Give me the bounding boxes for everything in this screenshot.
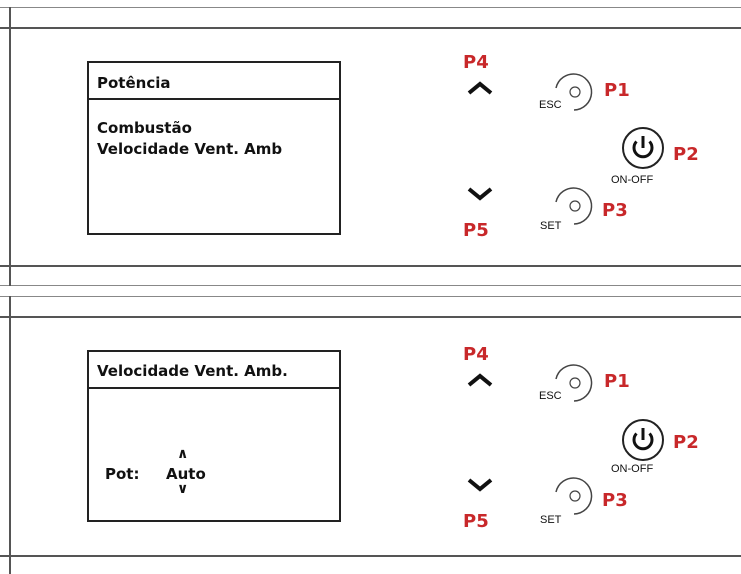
set-button-icon[interactable] [548, 470, 600, 522]
p4-label: P4 [463, 52, 489, 73]
p5-label: P5 [463, 511, 489, 532]
down-chevron-icon[interactable] [466, 477, 494, 493]
power-button-icon[interactable] [620, 418, 668, 466]
panel2-display: Velocidade Vent. Amb. ∧ Pot: Auto ∨ [87, 350, 341, 522]
onoff-label: ON-OFF [611, 174, 654, 186]
pot-down-arrow-icon[interactable]: ∨ [177, 481, 189, 497]
menu-item-velocidade-vent[interactable]: Velocidade Vent. Amb [97, 140, 283, 158]
esc-label: ESC [539, 390, 562, 402]
p3-label: P3 [602, 200, 628, 221]
esc-button-icon[interactable] [548, 357, 600, 409]
p1-label: P1 [604, 371, 630, 392]
esc-button-icon[interactable] [548, 66, 600, 118]
set-label: SET [540, 220, 562, 232]
panel1-top-rail [0, 27, 741, 29]
p4-label: P4 [463, 344, 489, 365]
panel2-display-title: Velocidade Vent. Amb. [89, 352, 339, 389]
pot-label: Pot: [105, 465, 140, 483]
down-chevron-icon[interactable] [466, 186, 494, 202]
p3-label: P3 [602, 490, 628, 511]
p1-label: P1 [604, 80, 630, 101]
panel2-left-edge [9, 296, 11, 574]
panel1-display: Potência Combustão Velocidade Vent. Amb [87, 61, 341, 235]
panel1-bottom-rail [0, 265, 741, 267]
set-label: SET [540, 514, 562, 526]
panel2-top-rail [0, 316, 741, 318]
pot-value: Auto [166, 465, 206, 483]
set-button-icon[interactable] [548, 180, 600, 232]
esc-label: ESC [539, 99, 562, 111]
p5-label: P5 [463, 220, 489, 241]
p2-label: P2 [673, 432, 699, 453]
pot-up-arrow-icon[interactable]: ∧ [177, 446, 189, 462]
panel1-left-edge [9, 7, 11, 286]
p2-label: P2 [673, 144, 699, 165]
panel1-bottom-border [0, 285, 741, 286]
panel2-bottom-rail [0, 555, 741, 557]
panel1-top-border [0, 7, 741, 8]
onoff-label: ON-OFF [611, 463, 654, 475]
up-chevron-icon[interactable] [466, 80, 494, 96]
panel1-display-title: Potência [89, 63, 339, 100]
menu-item-combustao[interactable]: Combustão [97, 119, 192, 137]
power-button-icon[interactable] [620, 126, 668, 174]
panel2-top-border [0, 296, 741, 297]
up-chevron-icon[interactable] [466, 372, 494, 388]
